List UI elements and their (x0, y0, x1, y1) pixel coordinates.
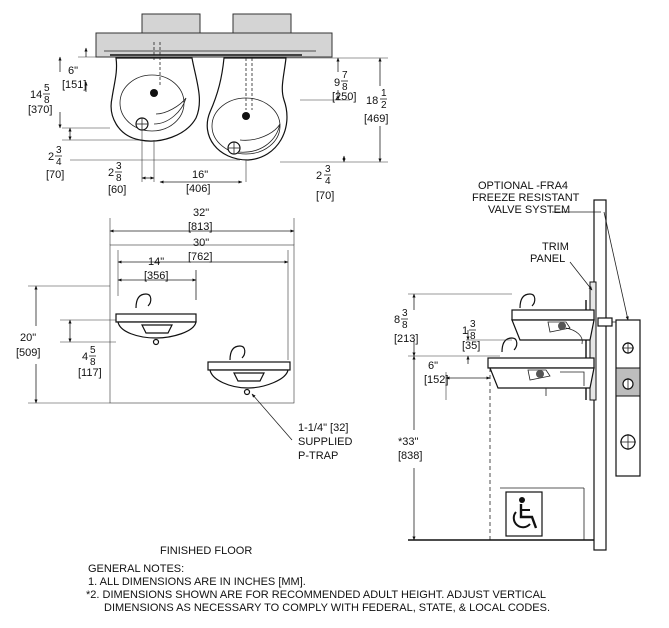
trim-panel (589, 281, 597, 401)
dim-20in: 20" (20, 332, 36, 344)
dim-4-num: 5 (90, 345, 96, 356)
dim-2a-whole: 2 (48, 151, 54, 163)
dim-6in-mm: [151] (62, 79, 86, 91)
dim-2c-whole: 2 (316, 170, 322, 182)
dim-30in-mm: [762] (188, 251, 212, 263)
dim-14-den: 8 (44, 95, 50, 106)
wall-box-left (141, 13, 201, 35)
dim-9-den: 8 (342, 82, 348, 93)
mounting-frame (95, 32, 333, 58)
dim-8-num: 3 (402, 308, 408, 319)
dim-33in-mm: [838] (398, 450, 422, 462)
dim-16in-mm: [406] (186, 183, 210, 195)
trim-label-1: TRIM (542, 241, 569, 253)
side-view: OPTIONAL -FRA4 FREEZE RESISTANT VALVE SY… (394, 180, 641, 551)
note-2-continued: DIMENSIONS AS NECESSARY TO COMPLY WITH F… (104, 602, 551, 614)
dim-14-whole: 14 (30, 89, 42, 101)
fountain-upper-side (511, 293, 613, 345)
ptrap-label-3: P-TRAP (298, 450, 338, 462)
dim-8-whole: 8 (394, 314, 400, 326)
freeze-label-3: VALVE SYSTEM (488, 204, 570, 216)
dim-4-whole: 4 (82, 351, 88, 363)
note-1: 1. ALL DIMENSIONS ARE IN INCHES [MM]. (88, 576, 306, 588)
dim-2c-mm: [70] (316, 190, 334, 202)
note-2: *2. DIMENSIONS SHOWN ARE FOR RECOMMENDED… (86, 589, 547, 601)
wheelchair-accessibility-icon (505, 491, 543, 537)
dim-2c-den: 4 (325, 176, 331, 187)
dim-6in-side-mm: [152] (424, 374, 448, 386)
bowl-right-plan (206, 57, 288, 161)
dim-8-mm: [213] (394, 333, 418, 345)
ptrap-label-2: SUPPLIED (298, 436, 352, 448)
dim-20in-mm: [509] (16, 347, 40, 359)
freeze-label-2: FREEZE RESISTANT (472, 192, 580, 204)
dim-2a-mm: [70] (46, 169, 64, 181)
dim-30in: 30" (193, 237, 209, 249)
dim-9-whole: 9 (334, 77, 340, 89)
dim-14-num: 5 (44, 83, 50, 94)
ptrap-label-1: 1-1/4" [32] (298, 422, 348, 434)
dim-18-mm: [469] (364, 113, 388, 125)
dim-9-num: 7 (342, 70, 348, 81)
wall-box-right (232, 13, 292, 35)
dim-14in-mm: [356] (144, 270, 168, 282)
freeze-label-1: OPTIONAL -FRA4 (478, 180, 568, 192)
dim-2b-whole: 2 (108, 167, 114, 179)
dim-2b-mm: [60] (108, 184, 126, 196)
notes-title: GENERAL NOTES: (88, 563, 185, 575)
dim-1-mm: [35] (462, 340, 480, 352)
top-view: 6" [151] 14 5 8 [370] 2 3 4 [70] 2 3 8 [… (28, 13, 388, 202)
trim-label-2: PANEL (530, 253, 565, 265)
bowl-left-front (115, 293, 197, 346)
dim-18-whole: 18 (366, 95, 378, 107)
general-notes: GENERAL NOTES: 1. ALL DIMENSIONS ARE IN … (86, 563, 658, 615)
dim-32in-mm: [813] (188, 221, 212, 233)
dim-14-mm: [370] (28, 104, 52, 116)
bowl-right-front (207, 345, 291, 396)
dim-1-den: 8 (470, 331, 476, 342)
dim-1-whole: 1 (462, 325, 468, 337)
dim-2b-den: 8 (116, 173, 122, 184)
dim-18-den: 2 (381, 100, 387, 111)
bowl-left-plan (110, 42, 200, 142)
dim-6in: 6" (68, 65, 78, 77)
finished-floor-label: FINISHED FLOOR (160, 545, 252, 557)
dim-2a-num: 3 (56, 145, 62, 156)
dim-2b-num: 3 (116, 161, 122, 172)
dim-16in: 16" (192, 169, 208, 181)
dim-33in: *33" (398, 436, 419, 448)
front-view: 32" [813] 30" [762] 14" [356] 20" [509] … (16, 207, 352, 462)
fountain-lower-side (487, 337, 595, 540)
dim-2a-den: 4 (56, 157, 62, 168)
dim-1-num: 3 (470, 319, 476, 330)
dim-32in: 32" (193, 207, 209, 219)
dim-9-mm: [250] (332, 91, 356, 103)
dim-4-mm: [117] (78, 367, 102, 379)
dim-4-den: 8 (90, 357, 96, 368)
front-outline (109, 244, 295, 404)
dim-2c-num: 3 (325, 164, 331, 175)
dim-14in: 14" (148, 256, 164, 268)
dim-18-num: 1 (381, 88, 387, 99)
dim-8-den: 8 (402, 320, 408, 331)
dim-6in-side: 6" (428, 360, 438, 372)
